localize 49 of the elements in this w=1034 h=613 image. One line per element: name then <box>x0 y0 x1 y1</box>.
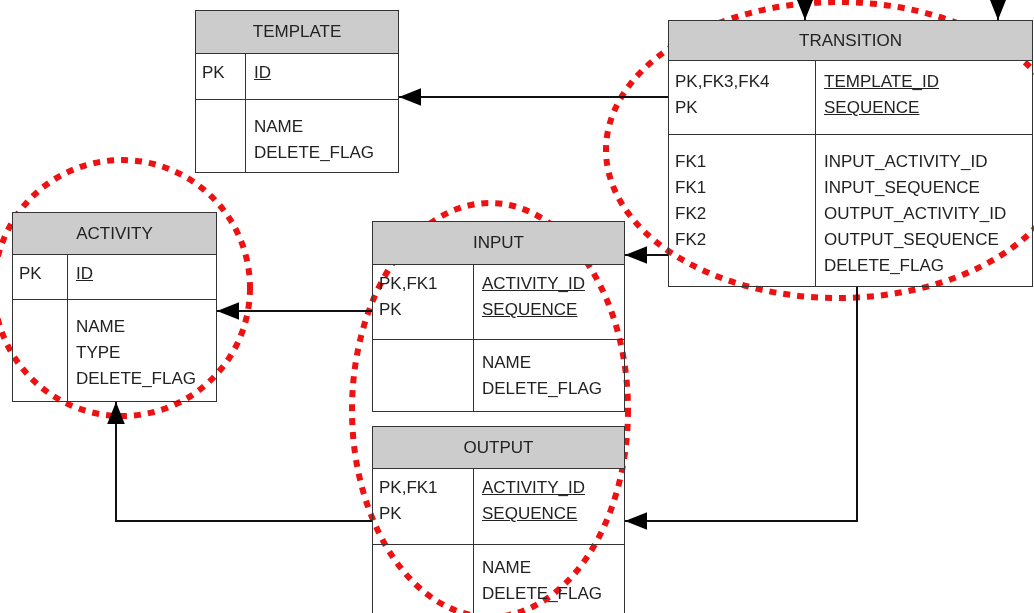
column-name: OUTPUT_ACTIVITY_ID <box>824 203 1007 225</box>
column-name: NAME <box>482 352 532 374</box>
primary-key-column: SEQUENCE <box>482 501 578 527</box>
table-name: INPUT <box>473 233 524 253</box>
primary-key-column: TEMPLATE_ID <box>824 69 939 95</box>
column-name: NAME <box>482 557 532 579</box>
column-name: NAME <box>254 116 304 138</box>
table-name: OUTPUT <box>463 437 534 458</box>
entity-table <box>372 221 625 412</box>
relationship-arrow <box>624 246 669 264</box>
table-name: TRANSITION <box>799 30 902 51</box>
primary-key-column: ACTIVITY_ID <box>482 475 585 501</box>
primary-key-column: ID <box>254 60 271 86</box>
key-label: PK <box>202 62 225 84</box>
relationship-arrow <box>624 286 858 530</box>
column-name: DELETE_FLAG <box>76 368 196 390</box>
column-name: DELETE_FLAG <box>824 255 944 277</box>
key-label: FK1 <box>675 177 707 199</box>
relationship-arrow <box>989 0 1007 21</box>
key-label: PK <box>379 503 402 525</box>
key-label: FK2 <box>675 229 707 251</box>
entity-table <box>12 212 217 402</box>
table-name: TEMPLATE <box>252 22 342 42</box>
primary-key-column: SEQUENCE <box>824 95 920 121</box>
primary-key-column: SEQUENCE <box>482 297 578 323</box>
key-label: PK,FK3,FK4 <box>675 71 770 93</box>
column-name: DELETE_FLAG <box>482 378 602 400</box>
entity-table <box>195 10 399 173</box>
relationship-arrow <box>107 401 373 522</box>
column-name: NAME <box>76 316 126 338</box>
column-name: TYPE <box>76 342 121 364</box>
key-label: PK,FK1 <box>379 477 438 499</box>
key-label: PK <box>675 97 698 119</box>
column-name: OUTPUT_SEQUENCE <box>824 229 999 251</box>
column-name: INPUT_ACTIVITY_ID <box>824 151 988 173</box>
relationship-arrow <box>398 88 669 106</box>
table-name: ACTIVITY <box>76 223 153 244</box>
key-label: PK <box>379 299 402 321</box>
key-label: FK2 <box>675 203 707 225</box>
column-name: DELETE_FLAG <box>254 142 374 164</box>
primary-key-column: ACTIVITY_ID <box>482 271 585 297</box>
primary-key-column: ID <box>76 261 93 287</box>
entity-table <box>668 20 1033 287</box>
entity-table <box>372 426 625 613</box>
relationship-arrow <box>796 0 814 21</box>
key-label: FK1 <box>675 151 707 173</box>
column-name: INPUT_SEQUENCE <box>824 177 980 199</box>
key-label: PK,FK1 <box>379 273 438 295</box>
key-label: PK <box>19 263 42 285</box>
